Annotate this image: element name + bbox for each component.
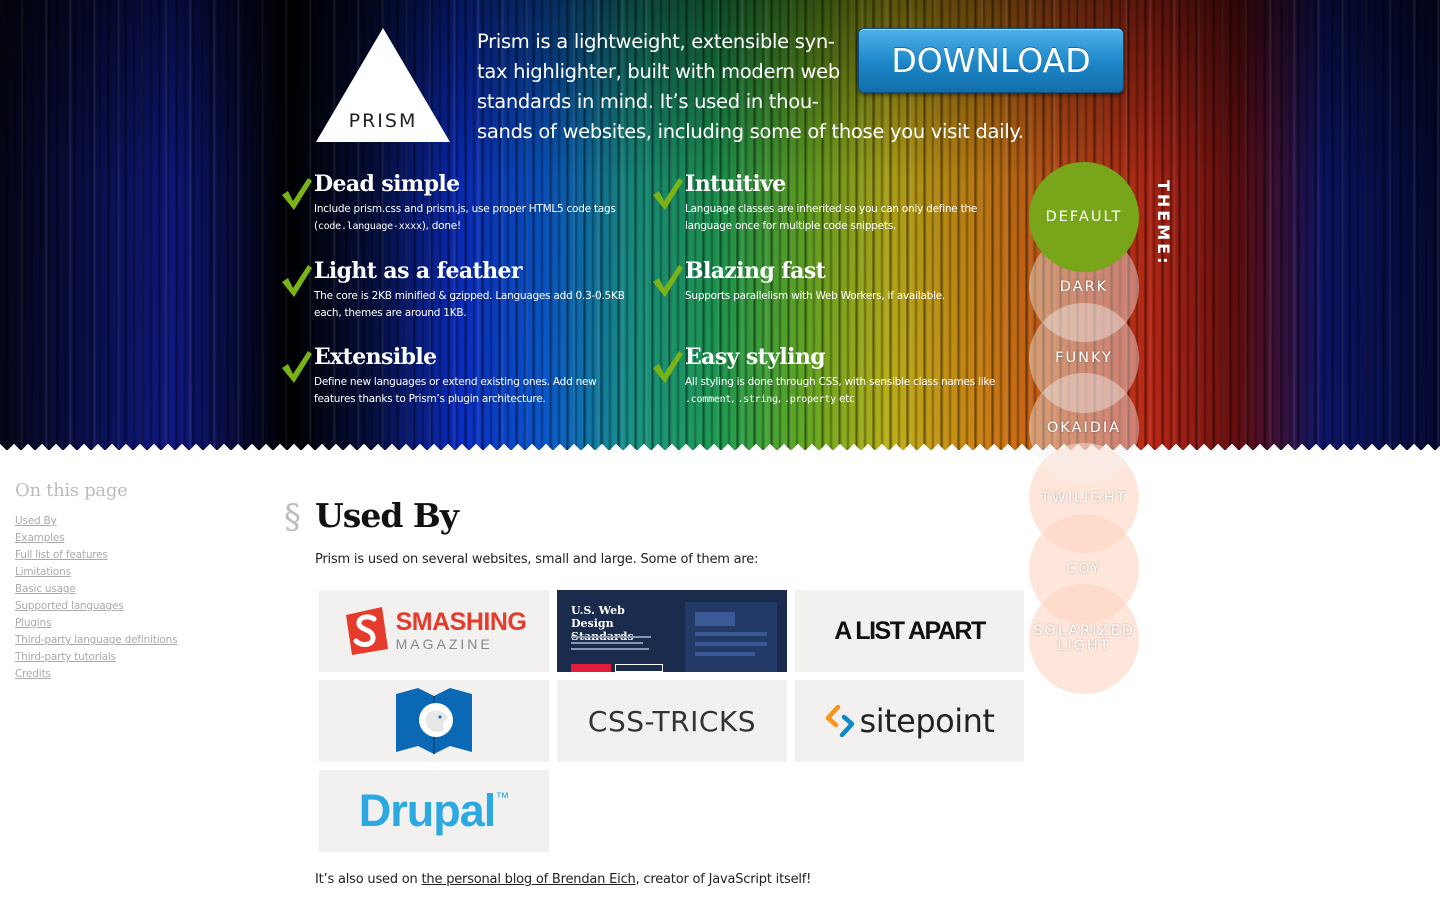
hero-intro: Prism is a lightweight, extensible syn- … bbox=[477, 27, 1037, 147]
drupal-wordmark: Drupal bbox=[358, 785, 497, 836]
logo-smashing-magazine[interactable]: SMASHING MAGAZINE bbox=[319, 590, 549, 672]
logo-text: PRISM bbox=[348, 110, 418, 132]
logo-us-web-design-standards[interactable]: U.S. Web Design Standards bbox=[557, 590, 787, 672]
toc-list: Used By Examples Full list of features L… bbox=[15, 511, 178, 681]
feature-text: All styling is done through CSS, with se… bbox=[685, 376, 996, 405]
brendan-eich-blog-link[interactable]: the personal blog of Brendan Eich bbox=[421, 872, 636, 887]
check-icon bbox=[282, 178, 312, 210]
toc-link-third-party-tutorials[interactable]: Third-party tutorials bbox=[15, 651, 116, 663]
theme-twilight[interactable]: TWILIGHT bbox=[1029, 443, 1139, 553]
code-snippet: .string bbox=[737, 394, 778, 405]
smashing-s-icon bbox=[345, 607, 388, 655]
code-snippet: .property bbox=[783, 394, 836, 405]
check-icon bbox=[282, 351, 312, 383]
logo-sitepoint[interactable]: sitepoint bbox=[795, 680, 1024, 762]
feature-text: Include prism.css and prism.js, use prop… bbox=[314, 203, 616, 232]
theme-label: THEME: bbox=[1154, 180, 1173, 267]
toc-link-basic-usage[interactable]: Basic usage bbox=[15, 583, 76, 595]
prism-triangle-icon bbox=[316, 28, 450, 142]
used-by-footer: It’s also used on the personal blog of B… bbox=[315, 872, 812, 887]
check-icon bbox=[282, 265, 312, 297]
uswds-title: U.S. Web Design Standards bbox=[571, 604, 634, 643]
toc-link-limitations[interactable]: Limitations bbox=[15, 566, 71, 578]
section-title: Used By bbox=[315, 496, 459, 535]
feature-text: The core is 2KB minified & gzipped. Lang… bbox=[314, 290, 625, 319]
feature-text: Supports parallelism with Web Workers, i… bbox=[685, 290, 945, 302]
alistapart-wordmark: A LIST APART bbox=[834, 616, 986, 645]
uswds-outline-button bbox=[615, 664, 663, 672]
toc-link-features[interactable]: Full list of features bbox=[15, 549, 108, 561]
uswds-text-line bbox=[571, 636, 651, 638]
intro-line: standards in mind. It’s used in thou- bbox=[477, 90, 819, 113]
uswds-text-line bbox=[571, 648, 649, 650]
check-icon bbox=[653, 265, 683, 297]
open-book-lion-icon bbox=[396, 688, 472, 754]
logo-css-tricks[interactable]: CSS-TRICKS bbox=[557, 680, 787, 762]
section-anchor-link[interactable]: § bbox=[284, 497, 301, 537]
feature-title: Extensible bbox=[314, 344, 437, 370]
section-intro: Prism is used on several websites, small… bbox=[315, 552, 759, 567]
logo-a-list-apart[interactable]: A LIST APART bbox=[795, 590, 1024, 672]
download-button[interactable]: DOWNLOAD bbox=[858, 28, 1124, 93]
feature-title: Blazing fast bbox=[685, 258, 826, 284]
sitepoint-chevron-icon bbox=[825, 705, 854, 737]
check-icon bbox=[653, 178, 683, 210]
intro-line: Prism is a lightweight, extensible syn- bbox=[477, 30, 835, 53]
feature-text: Define new languages or extend existing … bbox=[314, 376, 597, 405]
toc-link-plugins[interactable]: Plugins bbox=[15, 617, 52, 629]
toc-link-used-by[interactable]: Used By bbox=[15, 515, 57, 527]
intro-line: tax highlighter, built with modern web bbox=[477, 60, 840, 83]
logo-drupal-book[interactable] bbox=[319, 680, 549, 762]
uswds-preview-panel bbox=[685, 602, 777, 672]
feature-title: Dead simple bbox=[314, 171, 460, 197]
theme-default[interactable]: DEFAULT bbox=[1029, 162, 1139, 272]
toc-link-examples[interactable]: Examples bbox=[15, 532, 65, 544]
toc-link-credits[interactable]: Credits bbox=[15, 668, 51, 680]
hero-banner bbox=[0, 0, 1440, 450]
theme-funky[interactable]: FUNKY bbox=[1029, 303, 1139, 413]
code-snippet: code.language-xxxx bbox=[317, 221, 422, 232]
code-snippet: .comment bbox=[685, 394, 732, 405]
check-icon bbox=[653, 351, 683, 383]
toc-link-languages[interactable]: Supported languages bbox=[15, 600, 124, 612]
intro-line: sands of websites, including some of tho… bbox=[477, 120, 1024, 143]
feature-title: Intuitive bbox=[685, 171, 786, 197]
feature-title: Easy styling bbox=[685, 344, 826, 370]
prism-logo[interactable]: PRISM bbox=[314, 26, 452, 144]
uswds-red-button bbox=[571, 664, 611, 672]
csstricks-wordmark: CSS-TRICKS bbox=[587, 704, 757, 738]
feature-title: Light as a feather bbox=[314, 258, 523, 284]
sitepoint-wordmark: sitepoint bbox=[859, 702, 995, 740]
drupal-trademark: ™ bbox=[495, 789, 510, 805]
uswds-text-line bbox=[571, 642, 643, 644]
feature-text: Language classes are inherited so you ca… bbox=[685, 203, 978, 232]
toc-title: On this page bbox=[15, 480, 128, 501]
hero-zigzag-edge bbox=[0, 438, 1440, 452]
smashing-subtitle: MAGAZINE bbox=[395, 636, 493, 652]
smashing-wordmark: SMASHING bbox=[395, 608, 527, 636]
theme-okaidia[interactable]: OKAIDIA bbox=[1029, 373, 1139, 483]
toc-link-third-party-languages[interactable]: Third-party language definitions bbox=[15, 634, 178, 646]
